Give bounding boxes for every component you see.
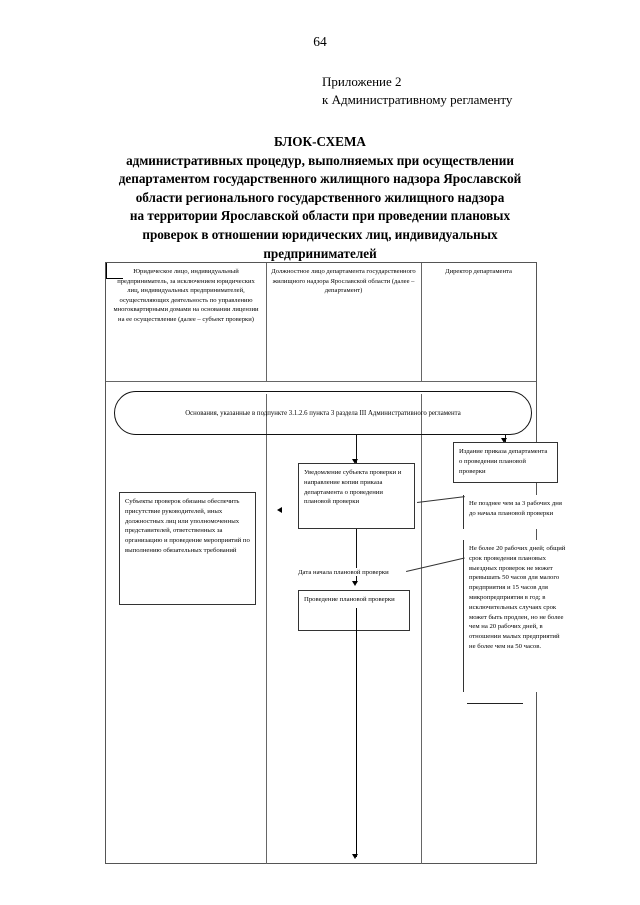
title-line-2: административных процедур, выполняемых п… [126,152,514,168]
header-row-divider [106,381,536,382]
arrow-down-icon [352,581,359,586]
column-header-official: Должностное лицо департамента государств… [271,268,416,295]
appendix-reference: Приложение 2 к Административному регламе… [322,73,512,109]
grounds-node: Основания, указанные в подпункте 3.1.2.6… [114,391,532,435]
appendix-line-1: Приложение 2 [322,74,402,89]
connector-inspection-to-bottom [356,608,357,857]
connector-grounds-to-notification [356,435,357,463]
arrow-down-icon [352,854,359,859]
connector-term3-to-notification [417,496,465,503]
node-inspection: Проведение плановой проверки [298,590,410,631]
label-start-date: Дата начала плановой проверки [298,569,389,576]
column-divider-2 [421,263,422,381]
title-line-4: области регионального государственного ж… [135,189,505,205]
connector-term20-to-date [406,557,465,572]
connector-elbow-horizontal [106,278,123,279]
note-term-3-days: Не позднее чем за 3 рабочих дня до начал… [463,495,571,529]
arrow-down-icon [501,438,508,443]
title-line-5: на территории Ярославской области при пр… [129,208,511,224]
column-divider-1-lower [266,394,267,864]
note-term-20-days: Не более 20 рабочих дней; общий срок про… [463,540,571,692]
node-order-issue: Издание приказа департамента о проведени… [453,442,558,483]
footnote-rule [467,703,523,704]
arrow-down-icon [352,459,359,464]
node-subject-duty: Субъекты проверок обязаны обеспечить при… [119,492,256,605]
node-notification: Уведомление субъекта проверки и направле… [298,463,415,529]
title-line-6: проверок в отношении юридических лиц, ин… [142,226,498,242]
connector-notification-to-date [356,529,357,568]
connector-elbow-vertical [106,263,536,278]
title-line-7: предпринимателей [263,245,377,261]
arrow-left-icon [277,507,282,513]
flowchart-table: Юридическое лицо, индивидуальный предпри… [105,262,571,864]
column-header-director: Директор департамента [445,268,512,275]
column-divider-1 [266,263,267,381]
page-title: БЛОК-СХЕМА административных процедур, вы… [48,133,592,263]
appendix-line-2: к Административному регламенту [322,92,513,107]
title-line-1: БЛОК-СХЕМА [274,134,366,149]
title-line-3: департаментом государственного жилищного… [118,171,522,187]
column-header-subject: Юридическое лицо, индивидуальный предпри… [113,268,259,323]
column-divider-2-lower [421,394,422,864]
page-number: 64 [313,34,327,49]
connector-date-to-inspection [356,576,357,583]
